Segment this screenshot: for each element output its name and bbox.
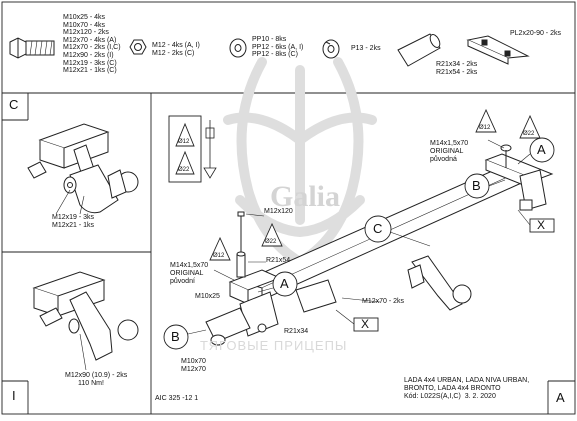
bolt-spec-1: M10x25 - 4ks — [63, 14, 106, 21]
plate-spec: PL2x20-90 - 2ks — [510, 30, 561, 37]
callout-b-right: B — [472, 178, 481, 193]
x-mark-boxes — [353, 218, 555, 332]
drawing-number: AIC 325 -12 1 — [155, 395, 199, 402]
spring-washer-spec: P13 - 2ks — [351, 45, 381, 52]
callout-a-left: A — [280, 276, 289, 291]
frame-lines — [1, 1, 576, 415]
callout-b-left: B — [171, 329, 180, 344]
washer-icon — [229, 38, 247, 58]
callout-circles — [163, 137, 555, 350]
vertical-bolt — [236, 211, 246, 278]
nut-spec-2: M12 - 2ks (C) — [152, 49, 195, 57]
right-original-2: ORIGINAL — [430, 148, 464, 155]
x-mark-leaders — [335, 209, 531, 325]
callout-a-right-circle — [529, 137, 555, 163]
panel-i-letter: I — [12, 388, 16, 403]
sleeve-spec-2: R21x54 - 2ks — [436, 68, 478, 76]
bolt-spec-3: M12x120 - 2ks — [63, 29, 109, 37]
left-original-1: M14x1,5x70 — [170, 262, 209, 269]
bolt-spec-4: M12x70 - 4ks (A) — [63, 36, 117, 44]
nut-icon — [129, 39, 147, 55]
label-m10x70: M10x70 — [181, 358, 206, 365]
washer-spec-2: PP12 - 6ks (A, I) — [252, 43, 304, 51]
footer-model-line-1: LADA 4x4 URBAN, LADA NIVA URBAN, — [404, 377, 530, 384]
label-r21x54: R21x54 — [266, 257, 291, 264]
torque-triangle-2 — [175, 150, 195, 175]
panel-c-letter: C — [9, 97, 19, 112]
torque-value-2: Ø22 — [178, 167, 190, 173]
panel-c-leaders — [55, 189, 85, 215]
panel-i-label-1: M12x90 (10.9) - 2ks — [65, 372, 128, 379]
callout-leaders — [187, 139, 531, 335]
torque-value-3: Ø12 — [479, 125, 491, 131]
torque-wrench-icon — [203, 120, 217, 179]
watermark-text: ТЯГОВЫЕ ПРИЦЕПЫ — [200, 338, 348, 353]
right-original-1: M14x1,5x70 — [430, 140, 469, 147]
bolt-icon — [9, 37, 55, 59]
plate-icon — [466, 35, 530, 65]
x-mark-center: X — [361, 317, 370, 331]
watermark-logo — [223, 57, 377, 268]
torque-value-6: Ø22 — [265, 239, 277, 245]
washer-spec-1: PP10 - 8ks — [252, 36, 287, 43]
callout-c-circle — [364, 215, 392, 243]
x-mark-right: X — [537, 218, 546, 232]
sleeve-icon — [397, 33, 441, 67]
panel-i-label-2: 110 Nm! — [78, 380, 104, 387]
left-original-2: ORIGINAL — [170, 270, 204, 277]
nut-spec-1: M12 - 4ks (A, I) — [152, 42, 200, 49]
sleeve-spec-1: R21x34 - 2ks — [436, 61, 478, 68]
watermark-brand: Galia — [270, 180, 340, 213]
label-r21x34: R21x34 — [284, 328, 309, 335]
bolt-spec-8: M12x21 - 1ks (C) — [63, 67, 117, 75]
callout-b-left-circle — [163, 324, 189, 350]
torque-triangles — [168, 108, 541, 261]
callout-c: C — [373, 221, 383, 236]
torque-triangle-5 — [209, 236, 231, 261]
label-m12x70: M12x70 — [181, 366, 206, 373]
label-m12x70-2ks: M12x70 - 2ks — [362, 298, 405, 305]
right-original-3: původná — [430, 156, 457, 163]
footer-code-line: Kód: L022S(A,I,C) 3. 2. 2020 — [404, 393, 496, 400]
footer-model-line-2: BRONTO, LADA 4x4 BRONTO — [404, 385, 501, 392]
torque-triangle-6 — [261, 222, 283, 247]
panel-i-leader — [79, 333, 87, 371]
torque-value-5: Ø12 — [213, 253, 225, 259]
callout-a-left-circle — [272, 271, 298, 297]
spring-washer-icon — [322, 39, 340, 59]
torque-triangle-3 — [475, 108, 497, 133]
callout-a-right: A — [537, 142, 546, 157]
torque-triangle-1 — [175, 122, 195, 147]
torque-value-4: Ø22 — [523, 131, 535, 137]
left-bracket — [205, 269, 337, 346]
bolt-spec-7: M12x19 - 3ks (C) — [63, 59, 117, 67]
label-m10x25: M10x25 — [195, 293, 220, 300]
bolt-spec-6: M12x90 - 2ks (I) — [63, 52, 114, 59]
sheet-letter: A — [556, 390, 565, 405]
torque-triangle-4 — [519, 114, 541, 139]
washer-spec-3: PP12 - 8ks (C) — [252, 51, 298, 59]
panel-c-drawing — [27, 123, 139, 214]
panel-c-label-2: M12x21 - 1ks — [52, 222, 95, 229]
bolt-spec-2: M10x70 - 4ks — [63, 21, 106, 29]
left-original-3: původní — [170, 278, 195, 285]
panel-i-drawing — [32, 271, 139, 361]
ball-mount — [407, 255, 472, 311]
bolt-spec-5: M12x70 - 2ks (I,C) — [63, 44, 121, 52]
panel-c-label-1: M12x19 - 3ks — [52, 214, 95, 221]
label-m12x120: M12x120 — [264, 208, 293, 215]
right-bracket — [484, 144, 554, 211]
torque-value-1: Ø12 — [178, 139, 190, 145]
